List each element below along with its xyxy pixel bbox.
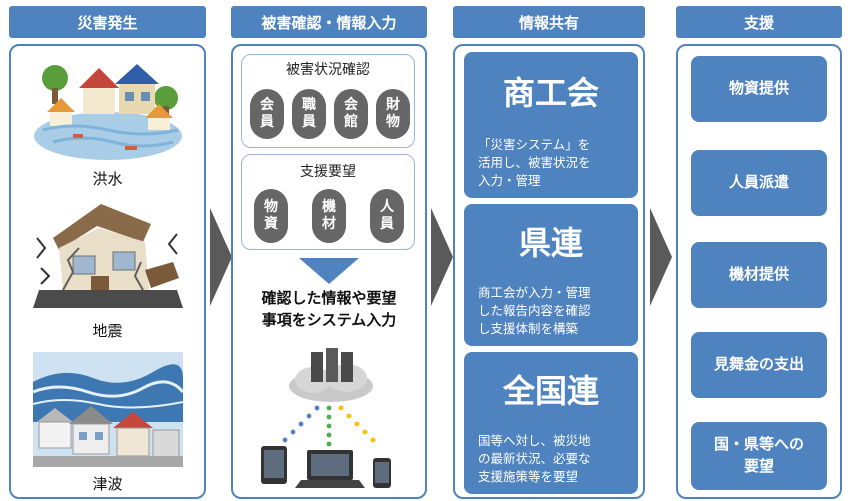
request-item-equipment-char2: 材 — [322, 216, 336, 232]
org-desc-shokokai-line3: 入力・管理 — [478, 173, 541, 189]
support-column: 物資提供 人員派遣 機材提供 見舞金の支出 国・県等への 要望 — [676, 44, 842, 499]
org-desc-shokokai-line1: 「災害システム」を — [478, 137, 591, 152]
disaster-column: 洪水 地震 津波 — [9, 44, 206, 499]
action-line-2: 事項をシステム入力 — [261, 311, 397, 329]
damage-item-member: 会 員 — [250, 89, 284, 139]
support-item-request-gov: 国・県等への 要望 — [691, 422, 827, 490]
damage-item-property-char2: 物 — [386, 114, 400, 130]
disaster-label-flood: 洪水 — [92, 170, 123, 188]
org-desc-kenren: 商工会が入力・管理 した報告内容を確認 し支援体制を構築 — [478, 284, 628, 338]
request-item-personnel: 人 員 — [370, 189, 404, 243]
org-box-shokokai: 商工会 「災害システム」を 活用し、被害状況を 入力・管理 — [464, 52, 638, 198]
damage-item-staff-char2: 員 — [302, 114, 316, 130]
org-desc-kenren-line2: した報告内容を確認 — [478, 303, 591, 319]
org-box-kenren: 県連 商工会が入力・管理 した報告内容を確認 し支援体制を構築 — [464, 204, 638, 346]
damage-item-member-char2: 員 — [260, 114, 274, 130]
damage-item-hall-char2: 館 — [344, 114, 358, 130]
support-item-personnel-label: 人員派遣 — [728, 173, 789, 192]
action-line-1: 確認した情報や要望 — [261, 289, 397, 307]
request-item-supplies-char2: 資 — [264, 216, 278, 232]
damage-item-property: 財 物 — [376, 89, 410, 139]
org-desc-zenkokuren-line3: 支援施策等を要望 — [478, 469, 579, 485]
request-item-supplies: 物 資 — [254, 189, 288, 243]
org-desc-zenkokuren-line1: 国等へ対し、被災地 — [478, 433, 591, 448]
support-item-request-gov-line1: 国・県等への — [713, 435, 804, 454]
disaster-label-earthquake: 地震 — [92, 322, 123, 340]
support-item-relief-money-label: 見舞金の支出 — [713, 355, 804, 374]
damage-item-staff-char1: 職 — [302, 97, 316, 114]
org-desc-kenren-line1: 商工会が入力・管理 — [478, 285, 591, 300]
org-desc-kenren-line3: し支援体制を構築 — [478, 321, 579, 337]
damage-check-panel: 被害状況確認 会 員 職 員 会 館 財 物 — [241, 54, 415, 148]
column-header-support: 支援 — [676, 6, 842, 38]
tsunami-illustration-icon — [33, 352, 183, 467]
support-item-equipment-label: 機材提供 — [728, 265, 789, 284]
request-item-equipment-char1: 機 — [322, 199, 336, 216]
support-item-relief-money: 見舞金の支出 — [691, 332, 827, 398]
damage-item-staff: 職 員 — [292, 89, 326, 139]
support-request-title: 支援要望 — [300, 164, 356, 180]
flow-arrow-3-icon — [650, 208, 672, 306]
org-desc-shokokai: 「災害システム」を 活用し、被害状況を 入力・管理 — [478, 136, 628, 190]
column-header-disaster: 災害発生 — [9, 6, 206, 38]
support-item-equipment: 機材提供 — [691, 242, 827, 308]
request-item-supplies-char1: 物 — [264, 199, 278, 216]
flow-arrow-1-icon — [210, 208, 232, 306]
org-name-zenkokuren: 全国連 — [502, 372, 599, 410]
flood-illustration-icon — [34, 64, 182, 160]
column-header-entry: 被害確認・情報入力 — [231, 6, 427, 38]
earthquake-illustration-icon — [33, 204, 183, 308]
damage-item-hall-char1: 会 — [344, 97, 358, 114]
request-item-personnel-char2: 員 — [380, 216, 394, 232]
org-box-zenkokuren: 全国連 国等へ対し、被災地 の最新状況、必要な 支援施策等を要望 — [464, 352, 638, 494]
org-desc-zenkokuren-line2: の最新状況、必要な — [478, 451, 591, 467]
cloud-network-illustration-icon — [261, 348, 391, 488]
support-item-supplies: 物資提供 — [691, 56, 827, 122]
damage-item-hall: 会 館 — [334, 89, 368, 139]
support-request-panel: 支援要望 物 資 機 材 人 員 — [241, 154, 415, 250]
request-item-equipment: 機 材 — [312, 189, 346, 243]
org-desc-shokokai-line2: 活用し、被害状況を — [478, 155, 591, 171]
org-name-kenren: 県連 — [518, 224, 583, 262]
damage-item-member-char1: 会 — [260, 97, 274, 114]
support-item-personnel: 人員派遣 — [691, 150, 827, 216]
support-item-request-gov-line2: 要望 — [743, 457, 774, 475]
flow-arrow-2-icon — [431, 208, 453, 306]
damage-item-property-char1: 財 — [386, 97, 400, 114]
sharing-column: 商工会 「災害システム」を 活用し、被害状況を 入力・管理 県連 商工会が入力・… — [453, 44, 645, 499]
request-item-personnel-char1: 人 — [380, 199, 394, 216]
damage-check-title: 被害状況確認 — [286, 62, 370, 78]
support-item-supplies-label: 物資提供 — [728, 79, 789, 98]
column-header-sharing: 情報共有 — [453, 6, 645, 38]
entry-column: 被害状況確認 会 員 職 員 会 館 財 物 支援要望 物 資 機 材 人 員 — [231, 44, 427, 499]
org-name-shokokai: 商工会 — [502, 74, 599, 112]
disaster-label-tsunami: 津波 — [92, 475, 123, 493]
org-desc-zenkokuren: 国等へ対し、被災地 の最新状況、必要な 支援施策等を要望 — [478, 432, 628, 486]
down-triangle-icon — [299, 258, 359, 284]
